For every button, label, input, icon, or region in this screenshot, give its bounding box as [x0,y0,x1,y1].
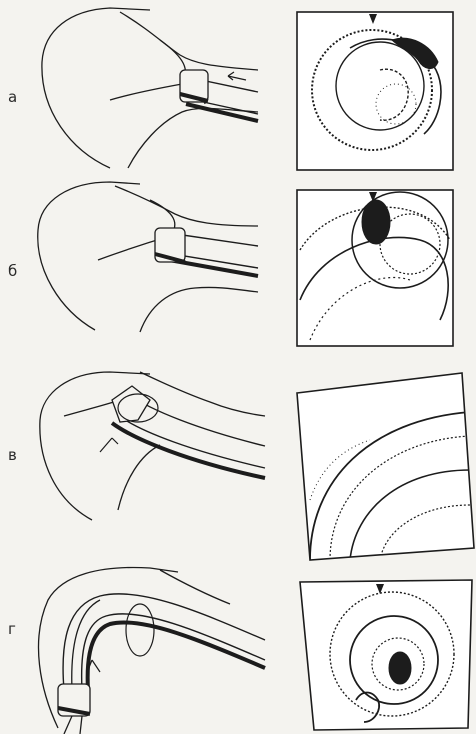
panel-a-sketch [42,8,258,168]
panel-b-view [297,190,453,346]
panel-a-view [297,12,453,170]
panel-g-sketch [39,567,265,734]
panel-v-sketch [40,372,265,520]
panel-g-view [300,580,472,730]
panel-v-view [297,373,474,560]
panel-b-sketch [38,182,258,332]
